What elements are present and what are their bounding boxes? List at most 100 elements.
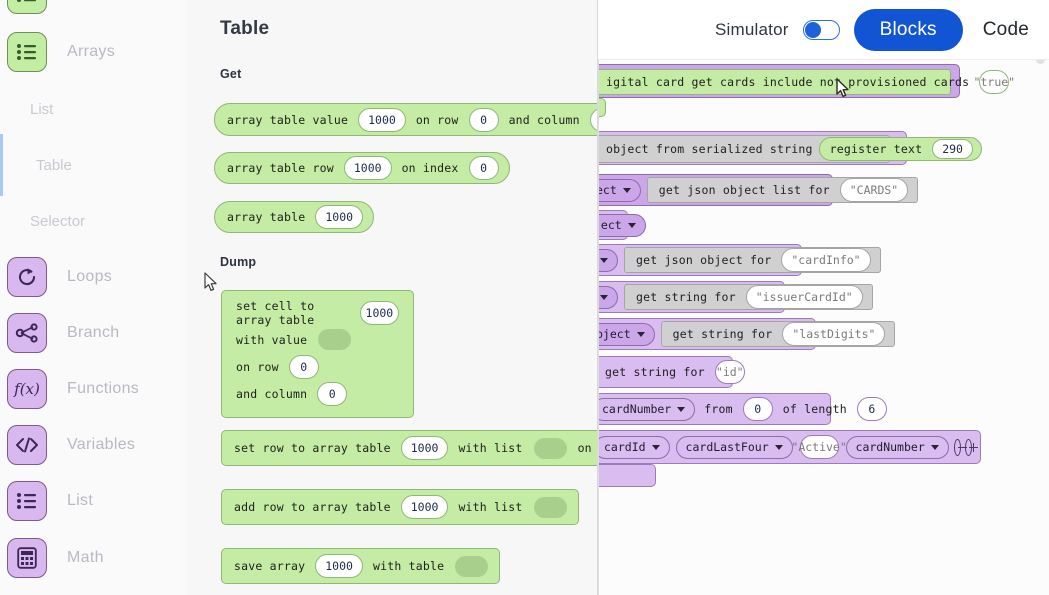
field-length[interactable]: 6 bbox=[856, 397, 887, 421]
field-table-id[interactable]: 1000 bbox=[400, 436, 449, 460]
chevron-down-icon bbox=[627, 222, 636, 228]
block-inner-grey[interactable]: get string for "lastDigits" bbox=[660, 321, 896, 347]
block-text: get string for bbox=[636, 290, 736, 304]
sidebar-item-label: List bbox=[67, 492, 94, 509]
block-object-from-serialized-string[interactable]: object from serialized string register t… bbox=[598, 131, 982, 165]
block-get-string-for-id[interactable]: get string for "id" bbox=[598, 356, 745, 388]
block-array-table-row[interactable]: array table row 1000 on index 0 bbox=[214, 152, 510, 184]
chevron-down-icon bbox=[600, 294, 608, 300]
block-array-table[interactable]: array table 1000 bbox=[214, 201, 375, 233]
value-socket[interactable] bbox=[455, 555, 489, 577]
sidebar-item-list[interactable]: List bbox=[0, 89, 186, 129]
field-table-id[interactable]: 1000 bbox=[343, 156, 392, 180]
block-digital-card-get-cards[interactable]: igital card get cards include not provis… bbox=[598, 64, 1015, 98]
field-table-id[interactable]: 1000 bbox=[315, 554, 363, 578]
block-get-string-for-lastdigits[interactable]: bject get string for "lastDigits" bbox=[598, 318, 896, 350]
dropdown-cardlastfour[interactable]: cardLastFour bbox=[675, 435, 793, 459]
block-json-object-dropdown[interactable]: ject bbox=[598, 210, 646, 240]
block-get-json-object-for[interactable]: get json object for "cardInfo" bbox=[598, 244, 881, 276]
mutator-plus-icon[interactable] bbox=[964, 438, 979, 456]
field-table-id[interactable]: 1000 bbox=[359, 300, 399, 325]
block-text: on row bbox=[236, 359, 279, 374]
sidebar-item-functions[interactable]: f(x) Functions bbox=[0, 361, 186, 417]
sidebar-item-loops[interactable]: Loops bbox=[0, 249, 186, 305]
dropdown-object[interactable]: ject bbox=[598, 213, 646, 237]
block-text: on index bbox=[577, 441, 597, 455]
field-from[interactable]: 0 bbox=[742, 397, 773, 421]
field-json-key[interactable]: "id" bbox=[714, 360, 745, 384]
field-json-key[interactable]: "CARDS" bbox=[839, 178, 909, 202]
block-save-array-with-table[interactable]: save array 1000 with table bbox=[221, 548, 501, 584]
block-set-row-to-array-table[interactable]: set row to array table 1000 with list on… bbox=[221, 430, 597, 466]
sidebar-item-selector[interactable]: Selector bbox=[0, 201, 186, 241]
value-socket[interactable] bbox=[533, 437, 567, 459]
simulator-toggle[interactable] bbox=[802, 19, 840, 40]
mutator-minus-icon[interactable] bbox=[953, 438, 967, 456]
field-row[interactable]: 0 bbox=[468, 107, 499, 132]
tab-code[interactable]: Code bbox=[982, 18, 1029, 40]
sidebar-item-table[interactable]: Table bbox=[0, 145, 186, 185]
tab-blocks[interactable]: Blocks bbox=[853, 8, 963, 51]
field-json-key[interactable]: "lastDigits" bbox=[782, 322, 886, 346]
dropdown-label: cardNumber bbox=[855, 440, 925, 454]
dropdown-object[interactable]: ect bbox=[598, 178, 641, 202]
list-icon bbox=[7, 481, 47, 521]
block-substring-cardnumber[interactable]: cardNumber from 0 of length 6 bbox=[598, 393, 887, 425]
toggle-knob bbox=[804, 21, 821, 38]
dropdown-object[interactable] bbox=[598, 285, 618, 309]
block-text: and column bbox=[236, 386, 308, 401]
block-inner-grey[interactable]: get json object list for "CARDS" bbox=[646, 177, 919, 203]
sidebar-item-branch[interactable]: Branch bbox=[0, 305, 186, 361]
block-text: set row to array table bbox=[234, 441, 391, 455]
field-column[interactable]: 0 bbox=[317, 381, 348, 406]
sidebar-item-label: Arrays bbox=[67, 43, 116, 60]
dropdown-cardnumber[interactable]: cardNumber bbox=[598, 397, 696, 421]
value-socket[interactable] bbox=[533, 496, 567, 518]
block-stub-green[interactable] bbox=[598, 98, 606, 117]
field-include-not-provisioned[interactable]: "true" bbox=[974, 70, 1015, 94]
value-socket[interactable] bbox=[318, 329, 352, 350]
dropdown-object[interactable] bbox=[598, 248, 618, 272]
dropdown-cardnumber[interactable]: cardNumber bbox=[845, 435, 949, 459]
block-register-text[interactable]: register text 290 bbox=[818, 137, 982, 161]
sidebar-item-math[interactable]: Math bbox=[0, 530, 186, 586]
field-table-id[interactable]: 1000 bbox=[315, 205, 364, 229]
sidebar-item-list-2[interactable]: List bbox=[0, 473, 186, 529]
sidebar-item-variables[interactable]: Variables bbox=[0, 417, 186, 473]
block-array-table-value[interactable]: array table value 1000 on row 0 and colu… bbox=[214, 103, 597, 136]
field-json-key[interactable]: "issuerCardId" bbox=[745, 285, 863, 309]
group-header-get: Get bbox=[220, 67, 242, 81]
chevron-down-icon bbox=[636, 331, 645, 337]
block-create-card-row[interactable]: cardId cardLastFour "Active" cardNumber bbox=[598, 430, 981, 464]
block-inner-grey[interactable]: get json object for "cardInfo" bbox=[624, 247, 881, 273]
block-inner-green[interactable]: igital card get cards include not provis… bbox=[598, 69, 1015, 95]
field-index[interactable]: 0 bbox=[468, 156, 499, 180]
dropdown-cardid[interactable]: cardId bbox=[598, 435, 670, 459]
block-set-cell-to-array-table[interactable]: set cell to array table 1000 with value … bbox=[221, 290, 414, 418]
sidebar-item-partial[interactable] bbox=[0, 0, 186, 22]
workspace-canvas[interactable]: igital card get cards include not provis… bbox=[598, 0, 1049, 595]
block-get-string-for-issuercardid[interactable]: get string for "issuerCardId" bbox=[598, 281, 873, 313]
block-text: get string for bbox=[672, 327, 773, 341]
block-text: set cell to array table bbox=[236, 298, 315, 327]
chevron-down-icon bbox=[677, 406, 686, 412]
sidebar-item-arrays[interactable]: Arrays bbox=[0, 24, 186, 80]
blocks-workspace[interactable]: igital card get cards include not provis… bbox=[598, 0, 1049, 595]
block-get-json-object-list-for[interactable]: ect get json object list for "CARDS" bbox=[598, 174, 919, 206]
block-text: register text bbox=[829, 142, 923, 156]
field-register-number[interactable]: 290 bbox=[932, 139, 973, 159]
block-inner-grey[interactable]: object from serialized string register t… bbox=[598, 135, 982, 163]
field-row[interactable]: 0 bbox=[288, 354, 319, 379]
field-table-id[interactable]: 1000 bbox=[358, 107, 406, 132]
block-stub-purple[interactable] bbox=[598, 464, 656, 487]
block-add-row-to-array-table[interactable]: add row to array table 1000 with list bbox=[221, 489, 579, 525]
field-json-key[interactable]: "cardInfo" bbox=[781, 248, 871, 272]
field-table-id[interactable]: 1000 bbox=[400, 495, 449, 519]
field-column[interactable]: 0 bbox=[589, 107, 597, 132]
block-inner-grey[interactable]: get string for "issuerCardId" bbox=[624, 284, 873, 310]
block-text: get json object for bbox=[636, 253, 772, 267]
dropdown-object[interactable]: bject bbox=[598, 322, 655, 346]
field-status-text[interactable]: "Active" bbox=[791, 435, 847, 459]
code-icon bbox=[7, 425, 47, 465]
